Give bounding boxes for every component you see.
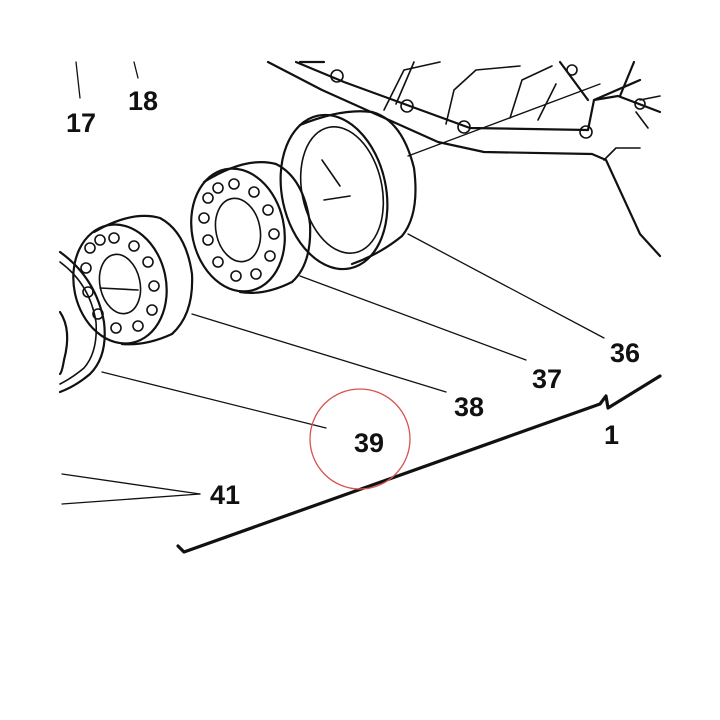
callout-39: 39	[354, 428, 384, 458]
part-36-bearing-cup	[279, 110, 417, 271]
gearbox-housing	[266, 60, 662, 258]
callout-1: 1	[604, 420, 619, 450]
callout-17: 17	[66, 108, 96, 138]
callout-38: 38	[454, 392, 484, 422]
part-38-roller-bearing	[72, 214, 194, 346]
part-37-roller-bearing	[190, 161, 312, 294]
callout-41: 41	[210, 480, 240, 510]
callout-37: 37	[532, 364, 562, 394]
callout-18: 18	[128, 86, 158, 116]
leader-lines	[61, 61, 605, 505]
callout-36: 36	[610, 338, 640, 368]
highlight-circle	[309, 388, 411, 490]
assembly-bracket	[176, 374, 662, 554]
part-39-flange	[58, 250, 106, 394]
